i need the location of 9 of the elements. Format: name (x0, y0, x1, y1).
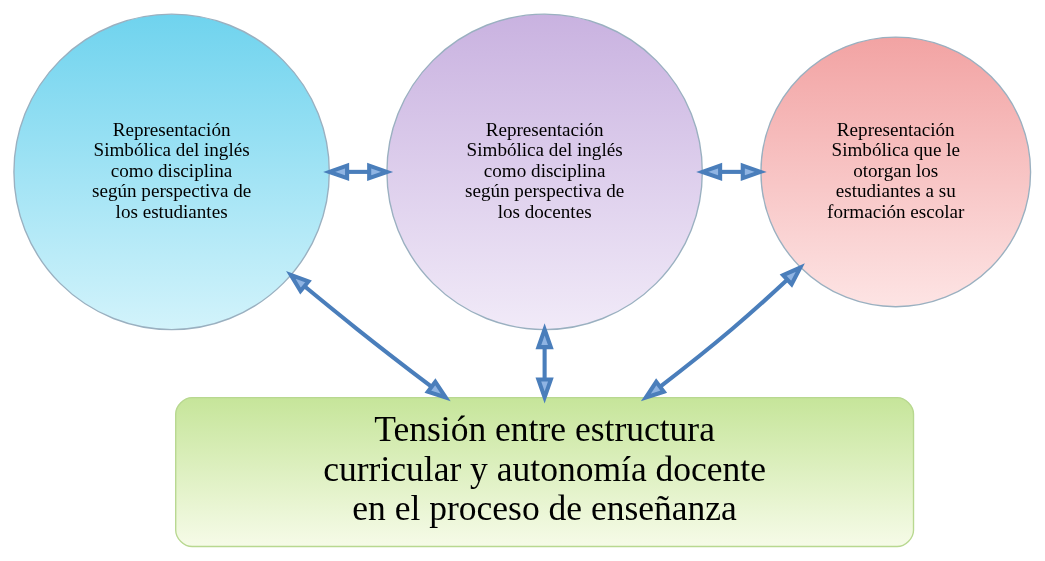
node-circle: Representación Simbólica del inglés como disciplina según perspectiva de los estudiantes (13, 13, 330, 331)
node-circle: Representación Simbólica que le otorgan los estudiantes a su formación escolar (760, 36, 1032, 308)
node-circle: Representación Simbólica del inglés como disciplina según perspectiva de los docentes (386, 13, 703, 331)
arrow (696, 162, 767, 181)
arrow (323, 162, 394, 181)
arrow (286, 270, 451, 402)
node-box: Tensión entre estructura curricular y autonomía docente en el proceso de enseñanza (175, 396, 915, 548)
arrow (535, 323, 554, 404)
arrow (640, 263, 805, 402)
